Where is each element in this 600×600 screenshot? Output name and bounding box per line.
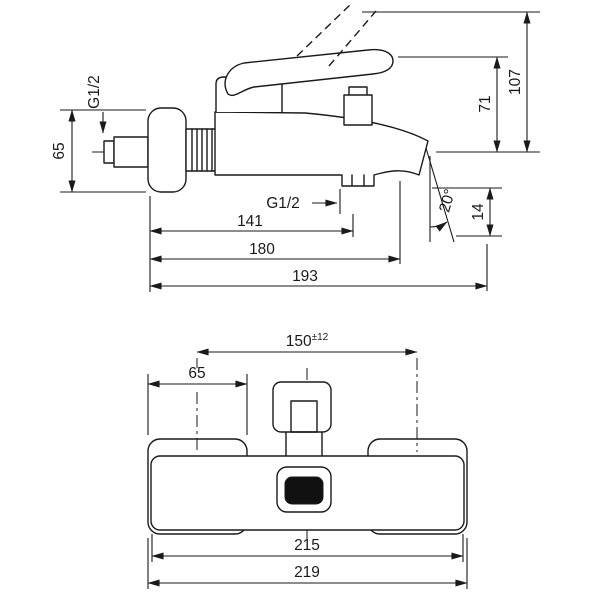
front-view: 150±12 65 215 219 xyxy=(147,332,468,589)
dim-215: 215 xyxy=(151,534,464,562)
inlet-nut xyxy=(103,140,115,164)
front-view-dimensions: 150±12 65 215 219 xyxy=(147,332,468,589)
dim-g12-inlet: G1/2 xyxy=(86,75,107,134)
dim-65-side: 65 xyxy=(51,109,146,193)
lever-raised-dashed-1 xyxy=(296,2,353,57)
dim-71: 71 xyxy=(398,56,508,153)
dim-180: 180 xyxy=(149,181,401,264)
dim-219: 219 xyxy=(147,538,468,589)
handle-front xyxy=(272,381,332,433)
dim-g12-inlet-label: G1/2 xyxy=(86,75,103,109)
diverter-knob xyxy=(284,476,324,505)
dim-141-label: 141 xyxy=(237,213,263,230)
inlet-stub xyxy=(113,136,149,168)
side-view: G1/2 65 G1/2 141 180 xyxy=(51,2,540,292)
wall-escutcheon-side xyxy=(147,107,187,193)
shower-outlet-stub xyxy=(343,94,373,126)
dim-65-front-label: 65 xyxy=(188,365,205,382)
dim-193: 193 xyxy=(149,244,488,291)
dim-angle-20-label: 20° xyxy=(436,187,459,214)
handle-front-inner xyxy=(290,400,318,433)
dim-14-label: 14 xyxy=(470,203,487,221)
dim-150: 150±12 xyxy=(196,332,418,452)
side-view-faucet xyxy=(92,2,429,193)
dim-107-label: 107 xyxy=(507,69,524,95)
dim-107: 107 xyxy=(362,11,540,153)
dim-g12-spout: G1/2 xyxy=(266,189,341,214)
hose-connector-lines xyxy=(351,174,365,187)
dim-215-label: 215 xyxy=(294,537,320,554)
dim-65-front: 65 xyxy=(147,365,248,435)
dim-14: 14 xyxy=(432,187,502,237)
lever-handle xyxy=(224,48,394,96)
dim-150-center-marks xyxy=(196,358,418,452)
dim-angle-20: 20° xyxy=(425,147,459,243)
thread-lines xyxy=(191,128,213,172)
angle-arc xyxy=(429,221,448,232)
dim-219-label: 219 xyxy=(294,564,320,581)
dim-g12-spout-label: G1/2 xyxy=(266,195,300,212)
dim-65-side-label: 65 xyxy=(51,142,68,159)
dim-180-label: 180 xyxy=(249,241,275,258)
dim-107-ext xyxy=(362,11,540,153)
angle-line xyxy=(425,147,455,243)
front-view-faucet xyxy=(147,368,468,548)
side-view-dimensions: G1/2 65 G1/2 141 180 xyxy=(51,11,540,292)
dim-71-label: 71 xyxy=(477,95,494,112)
dim-141: 141 xyxy=(149,196,354,292)
dim-150-label: 150±12 xyxy=(286,332,329,350)
body-spout xyxy=(214,111,429,187)
dim-193-label: 193 xyxy=(292,268,318,285)
